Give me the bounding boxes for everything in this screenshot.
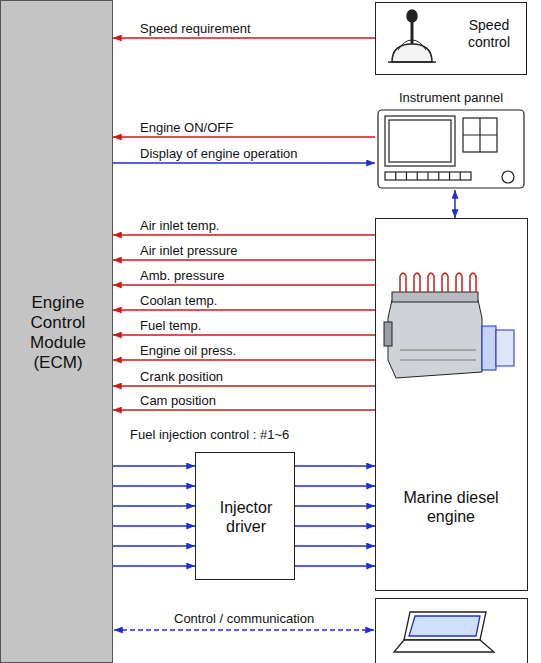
group-label: Fuel injection control : #1~6 xyxy=(130,428,289,442)
signal-arrow xyxy=(113,37,375,39)
panel-key xyxy=(438,172,439,180)
signal-label: Air inlet pressure xyxy=(140,244,238,258)
node-text: Instrument pannel xyxy=(375,90,527,106)
engine-figure xyxy=(384,273,514,378)
signal-label: Cam position xyxy=(140,394,216,408)
signal-label: Display of engine operation xyxy=(140,147,298,161)
signal-arrow xyxy=(113,136,375,138)
signal-arrow xyxy=(295,505,375,507)
signal-arrow xyxy=(295,465,375,467)
instrument-panel: Instrument pannel xyxy=(375,88,527,190)
injector-pipe xyxy=(414,273,420,292)
panel-key xyxy=(417,172,418,180)
signal-label: Amb. pressure xyxy=(140,269,225,283)
injector-pipe xyxy=(470,273,476,292)
signal-arrow xyxy=(113,505,195,507)
signal-arrow xyxy=(113,465,195,467)
joystick-icon xyxy=(388,10,436,62)
signal-arrow xyxy=(113,385,375,387)
signal-arrow xyxy=(113,234,375,236)
node-text: Engine Control Module (ECM) xyxy=(15,293,101,373)
ecm-block: Engine Control Module (ECM) xyxy=(0,0,113,663)
injector-driver-box: Injector driver xyxy=(195,452,295,580)
signal-label: Coolan temp. xyxy=(140,294,217,308)
node-text: Speed control xyxy=(454,17,524,51)
injector-pipe xyxy=(428,273,434,292)
signal-arrow xyxy=(295,525,375,527)
signal-label: Engine ON/OFF xyxy=(140,121,233,135)
communication-link xyxy=(114,629,374,631)
panel-key xyxy=(406,172,407,180)
signal-label: Speed requirement xyxy=(140,22,251,36)
injector-pipe xyxy=(456,273,462,292)
signal-arrow xyxy=(113,259,375,261)
signal-arrow xyxy=(454,190,456,218)
signal-arrow xyxy=(113,284,375,286)
signal-arrow xyxy=(113,334,375,336)
signal-arrow xyxy=(295,485,375,487)
signal-arrow xyxy=(113,525,195,527)
signal-label: Air inlet temp. xyxy=(140,219,219,233)
speed-control-box: Speed control xyxy=(375,2,527,75)
signal-arrow xyxy=(113,409,375,411)
signal-label: Crank position xyxy=(140,370,223,384)
node-text: Marine diesel engine xyxy=(391,488,511,526)
engine-box-frame xyxy=(376,219,528,591)
panel-key xyxy=(427,172,428,180)
injector-pipe xyxy=(400,273,406,292)
injector-pipe xyxy=(442,273,448,292)
node-text: Injector driver xyxy=(206,498,286,536)
signal-arrow xyxy=(113,565,195,567)
instrument-panel-figure xyxy=(378,110,524,188)
laptop-box xyxy=(376,599,528,663)
signal-arrow xyxy=(113,309,375,311)
signal-arrow xyxy=(113,162,375,164)
panel-key xyxy=(460,172,461,180)
engine-box: Marine diesel engine xyxy=(375,218,527,590)
signal-arrow xyxy=(295,565,375,567)
panel-key xyxy=(395,172,396,180)
panel-key xyxy=(449,172,450,180)
link-label: Control / communication xyxy=(174,612,314,626)
signal-label: Engine oil press. xyxy=(140,344,236,358)
signal-arrow xyxy=(295,545,375,547)
signal-arrow xyxy=(113,359,375,361)
signal-arrow xyxy=(113,485,195,487)
signal-label: Fuel temp. xyxy=(140,319,201,333)
laptop-icon xyxy=(394,612,494,652)
signal-arrow xyxy=(113,545,195,547)
